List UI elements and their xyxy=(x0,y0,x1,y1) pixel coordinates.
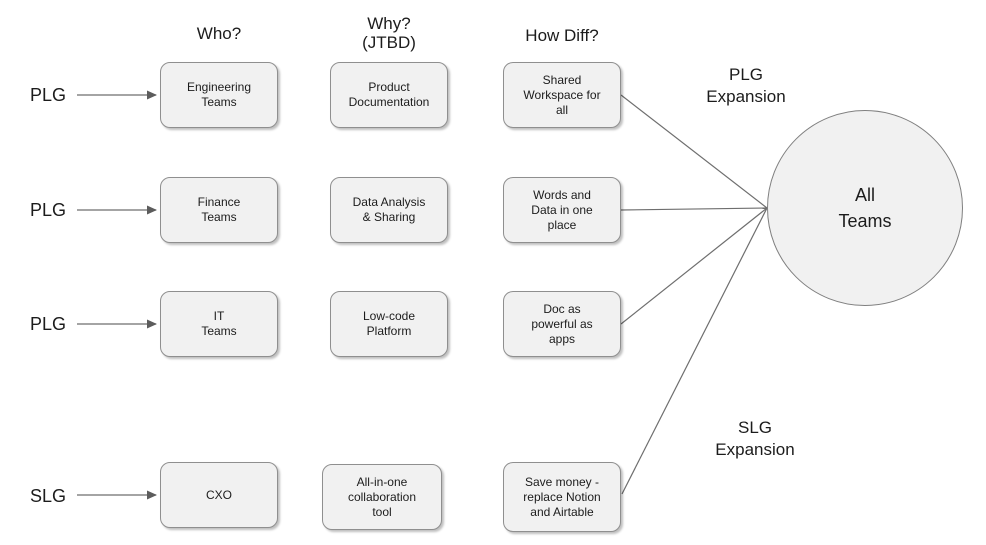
node-it-teams: IT Teams xyxy=(160,291,278,357)
plg-expansion-label: PLG Expansion xyxy=(706,65,786,106)
row-label-plg-3: PLG xyxy=(29,314,67,334)
connector-shared-workspace-to-all-teams xyxy=(620,94,768,209)
row-label-plg-1: PLG xyxy=(29,85,67,105)
row-label-plg-2: PLG xyxy=(29,200,67,220)
node-engineering-teams: Engineering Teams xyxy=(160,62,278,128)
node-data-analysis-sharing: Data Analysis & Sharing xyxy=(330,177,448,243)
node-doc-as-powerful: Doc as powerful as apps xyxy=(503,291,621,357)
row-label-slg: SLG xyxy=(29,486,67,506)
node-finance-teams: Finance Teams xyxy=(160,177,278,243)
node-words-and-data: Words and Data in one place xyxy=(503,177,621,243)
node-cxo: CXO xyxy=(160,462,278,528)
node-shared-workspace: Shared Workspace for all xyxy=(503,62,621,128)
slg-expansion-label: SLG Expansion xyxy=(715,418,795,459)
connector-words-data-to-all-teams xyxy=(620,207,768,211)
connector-doc-powerful-to-all-teams xyxy=(620,207,768,325)
node-low-code-platform: Low-code Platform xyxy=(330,291,448,357)
column-header-how-diff: How Diff? xyxy=(525,26,599,45)
column-header-why: Why? (JTBD) xyxy=(362,14,416,52)
column-header-who: Who? xyxy=(196,24,242,43)
node-product-documentation: Product Documentation xyxy=(330,62,448,128)
node-save-money: Save money - replace Notion and Airtable xyxy=(503,462,621,532)
node-all-teams: All Teams xyxy=(767,110,963,306)
node-all-in-one-tool: All-in-one collaboration tool xyxy=(322,464,442,530)
